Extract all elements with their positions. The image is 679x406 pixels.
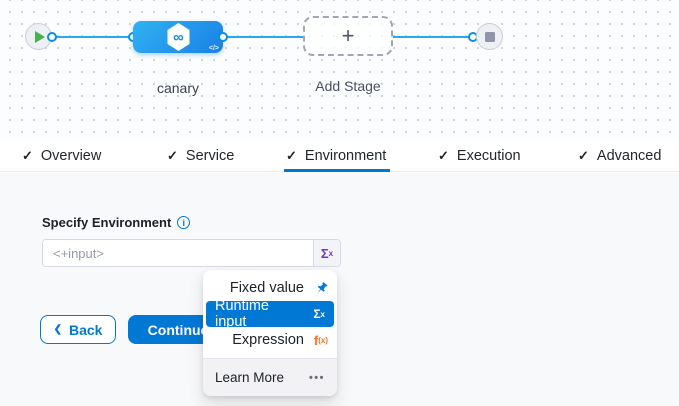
add-stage-label: Add Stage xyxy=(315,78,381,94)
pin-icon xyxy=(310,281,328,295)
menu-item-label: Expression xyxy=(232,332,304,348)
dropdown-items: Fixed value Runtime input xyxy=(203,270,337,358)
menu-item-label: Runtime input xyxy=(215,298,269,330)
check-icon: ✓ xyxy=(286,148,297,163)
fx-sub: (x) xyxy=(318,335,328,345)
environment-input[interactable] xyxy=(43,240,313,266)
check-icon: ✓ xyxy=(578,148,589,163)
stop-icon xyxy=(484,31,495,42)
tab-label: Environment xyxy=(304,148,387,164)
menu-item-expression[interactable]: Expression f(x) xyxy=(203,327,337,353)
info-icon[interactable]: i xyxy=(177,216,191,229)
menu-item-fixed-value[interactable]: Fixed value xyxy=(203,275,337,301)
tab-label: Advanced xyxy=(596,148,662,164)
environment-panel: Specify Environment i Σx ❮ Back Continue… xyxy=(0,173,679,406)
tab-overview[interactable]: ✓ Overview xyxy=(22,140,101,172)
learn-more-row[interactable]: Learn More ••• xyxy=(203,358,337,396)
sigma-icon: Σ xyxy=(320,245,329,261)
connector-port xyxy=(218,32,228,42)
stage-node-canary[interactable]: ∞ </> xyxy=(133,21,223,53)
check-icon: ✓ xyxy=(438,148,449,163)
pipeline-canvas: ∞ </> canary + Add Stage xyxy=(0,0,679,140)
field-label-text: Specify Environment xyxy=(42,215,172,230)
tab-service[interactable]: ✓ Service xyxy=(167,140,234,172)
tab-label: Execution xyxy=(456,148,521,164)
chevron-left-icon: ❮ xyxy=(53,324,62,335)
learn-more-label: Learn More xyxy=(215,370,285,385)
connector-edge xyxy=(223,36,303,38)
code-icon: </> xyxy=(208,45,219,52)
ellipsis-icon[interactable]: ••• xyxy=(308,371,325,384)
check-icon: ✓ xyxy=(167,148,178,163)
expression-icon: f(x) xyxy=(310,333,328,348)
stage-label: canary xyxy=(156,80,200,96)
back-button[interactable]: ❮ Back xyxy=(40,315,116,344)
fx-base: f xyxy=(313,332,319,348)
check-icon: ✓ xyxy=(22,148,33,163)
tab-execution[interactable]: ✓ Execution xyxy=(438,140,521,172)
play-icon xyxy=(35,30,45,43)
sigma-sup: x xyxy=(328,248,334,258)
sigma-sup: x xyxy=(320,309,325,319)
tab-environment[interactable]: ✓ Environment xyxy=(283,140,391,172)
tab-label: Overview xyxy=(40,148,102,164)
pipeline-end-node[interactable] xyxy=(476,23,503,50)
connector-edge xyxy=(393,36,472,38)
continue-button-label: Continue xyxy=(147,321,209,338)
tab-label: Service xyxy=(185,148,235,164)
stage-tabbar: ✓ Overview ✓ Service ✓ Environment ✓ Exe… xyxy=(0,140,679,172)
back-button-label: Back xyxy=(68,321,103,338)
add-stage-button[interactable]: + xyxy=(303,16,393,56)
plus-icon: + xyxy=(341,23,355,48)
connector-edge xyxy=(52,36,133,38)
tab-advanced[interactable]: ✓ Advanced xyxy=(578,140,661,172)
specify-environment-label: Specify Environment i xyxy=(42,215,191,230)
connector-port xyxy=(47,32,57,42)
deployment-icon: ∞ xyxy=(167,23,190,51)
menu-item-label: Fixed value xyxy=(229,280,304,296)
sigma-base: Σ xyxy=(313,307,321,321)
input-type-dropdown: Fixed value Runtime input xyxy=(203,270,337,396)
environment-input-group: Σx xyxy=(42,239,341,267)
deployment-icon-glyph: ∞ xyxy=(173,28,184,46)
